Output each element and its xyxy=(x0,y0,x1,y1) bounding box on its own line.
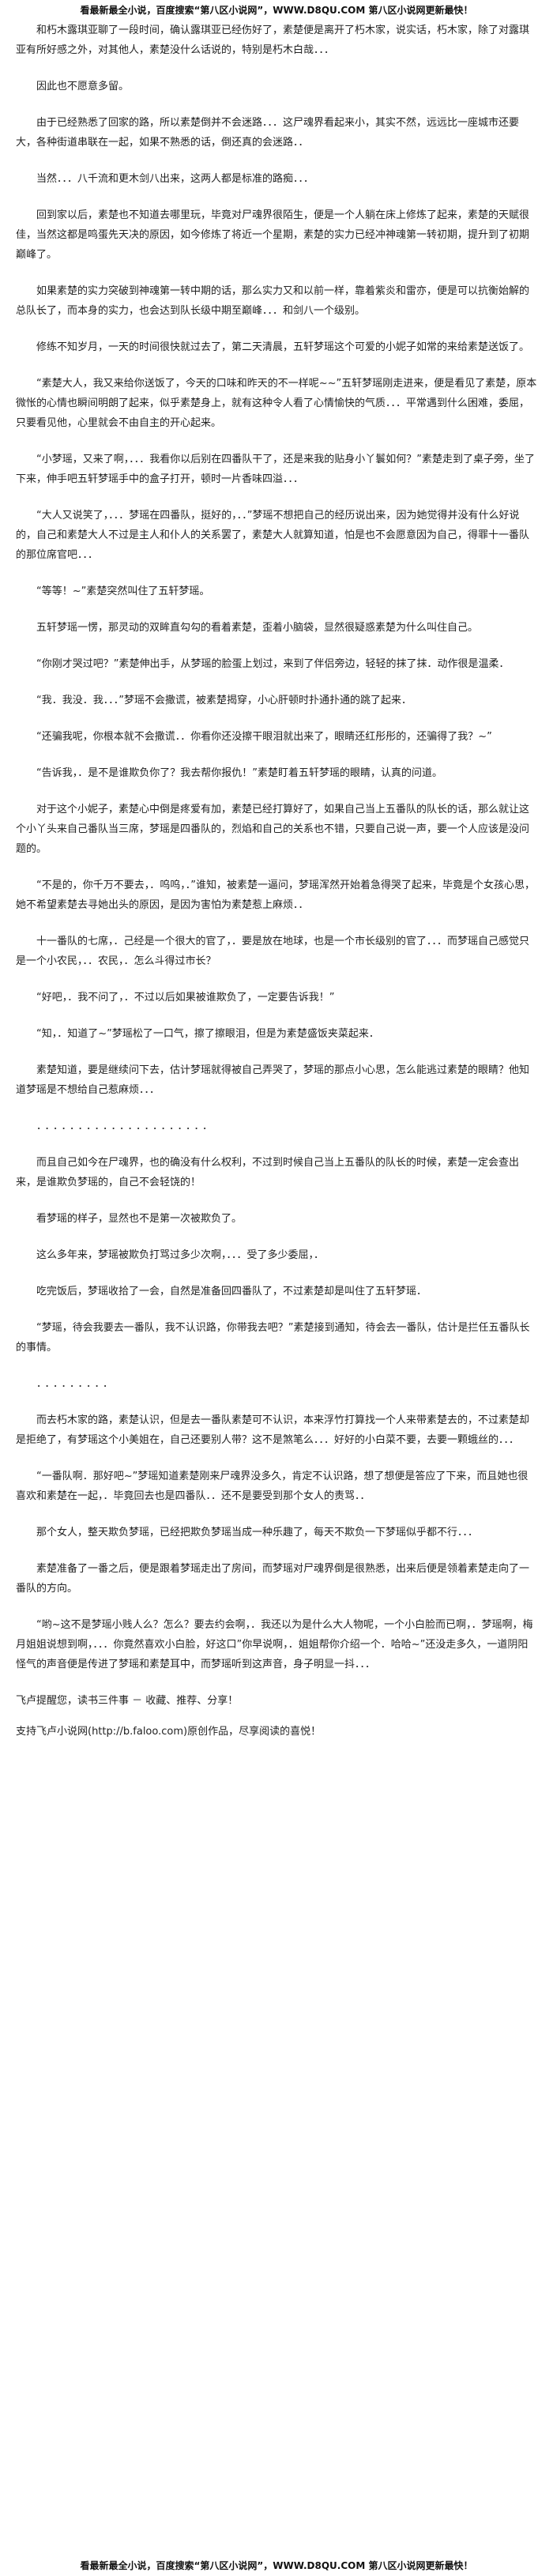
paragraph: “梦瑶，待会我要去一番队，我不认识路，你带我去吧？”素楚接到通知，待会去一番队，… xyxy=(16,1322,530,1354)
top-banner: 看最新最全小说，百度搜索“第八区小说网”，WWW.D8QU.COM 第八区小说网… xyxy=(80,5,473,16)
paragraph: 对于这个小妮子，素楚心中倒是疼爱有加，素楚已经打算好了，如果自己当上五番队的队长… xyxy=(16,804,530,855)
paragraph: “一番队啊．那好吧~”梦瑶知道素楚刚来尸魂界没多久，肯定不认识路，想了想便是答应… xyxy=(16,1471,529,1502)
support-note: 支持飞卢小说网(http://b.faloo.com)原创作品，尽享阅读的喜悦！ xyxy=(16,1726,322,1738)
paragraph: 吃完饭后，梦瑶收拾了一会，自然是准备回四番队了，不过素楚却是叫住了五轩梦瑶． xyxy=(36,1286,427,1297)
paragraph: 五轩梦瑶一愣，那灵动的双眸直勾勾的看着素楚，歪着小脑袋，显然很疑惑素楚为什么叫住… xyxy=(36,622,479,634)
paragraph: “小梦瑶，又来了啊，．．．我看你以后别在四番队干了，还是来我的贴身小丫鬟如何？”… xyxy=(16,454,535,485)
paragraph: 修练不知岁月，一天的时间很快就过去了，第二天清晨，五轩梦瑶这个可爱的小妮子如常的… xyxy=(36,341,530,353)
paragraph: 十一番队的七席，．己经是一个很大的官了，．要是放在地球，也是一个市长级别的官了．… xyxy=(16,936,530,967)
paragraph: “我．我没．我．．．”梦瑶不会撒谎，被素楚揭穿，小心肝顿时扑通扑通的跳了起来． xyxy=(36,695,412,706)
paragraph: “告诉我，．是不是谁欺负你了？我去帮你报仇！”素楚盯着五轩梦瑶的眼睛，认真的问道… xyxy=(36,767,442,779)
paragraph: 这么多年来，梦瑶被欺负打骂过多少次啊，．．．受了多少委屈，． xyxy=(36,1249,325,1261)
paragraph: 素楚知道，要是继续问下去，估计梦瑶就得被自己弄哭了，梦瑶的那点小心思，怎么能逃过… xyxy=(16,1064,530,1096)
paragraph: “等等！~”素楚突然叫住了五轩梦瑶。 xyxy=(36,586,210,597)
paragraph: “大人又说笑了，．．．梦瑶在四番队，挺好的，．．”梦瑶不想把自己的经历说出来，因… xyxy=(16,510,530,561)
paragraph: “你刚才哭过吧？”素楚伸出手，从梦瑶的脸蛋上划过，来到了伴侣旁边，轻轻的抹了抹．… xyxy=(36,658,510,670)
paragraph: 如果素楚的实力突破到神魂第一转中期的话，那么实力又和以前一样，靠着紫炎和雷亦，便… xyxy=(16,285,530,317)
paragraph: 由于已经熟悉了回家的路，所以素楚倒并不会迷路．．．这尸魂界看起来小，其实不然，远… xyxy=(16,117,520,149)
paragraph: 当然．．．八千流和更木剑八出来，这两人都是标准的路痴．．． xyxy=(36,173,314,185)
paragraph: “哟~这不是梦瑶小贱人么？怎么？要去约会啊，．我还以为是什么大人物呢，一个小白脸… xyxy=(16,1619,533,1670)
section-separator: ．．．．．．．．． xyxy=(36,1378,117,1390)
paragraph: 那个女人，整天欺负梦瑶，已经把欺负梦瑶当成一种乐趣了，每天不欺负一下梦瑶似乎都不… xyxy=(36,1527,479,1538)
bottom-banner: 看最新最全小说，百度搜索“第八区小说网”，WWW.D8QU.COM 第八区小说网… xyxy=(80,2560,473,2571)
paragraph: “素楚大人，我又来给你送饭了，今天的口味和昨天的不一样呢~~”五轩梦瑶刚走进来，… xyxy=(16,378,537,429)
paragraph: “知，．知道了~”梦瑶松了一口气，擦了擦眼泪，但是为素楚盛饭夹菜起来． xyxy=(36,1028,379,1040)
paragraph: “好吧，．我不问了，．不过以后如果被谁欺负了，一定要告诉我！” xyxy=(36,992,335,1004)
author-note: 飞卢提醒您，读书三件事 － 收藏、推荐、分享！ xyxy=(16,1695,239,1707)
paragraph: “不是的，你千万不要去，．呜呜，．”谁知，被素楚一逼问，梦瑶浑然开始着急得哭了起… xyxy=(16,879,535,911)
paragraph: 而去朽木家的路，素楚认识，但是去一番队素楚可不认识，本来浮竹打算找一个人来带素楚… xyxy=(16,1414,530,1446)
paragraph: 因此也不愿意多留。 xyxy=(36,81,130,92)
paragraph: 看梦瑶的样子，显然也不是第一次被欺负了。 xyxy=(36,1213,243,1225)
paragraph: 而且自己如今在尸魂界，也的确没有什么权利，不过到时候自己当上五番队的队长的时候，… xyxy=(16,1157,520,1188)
paragraph: 回到家以后，素楚也不知道去哪里玩，毕竟对尸魂界很陌生，便是一个人躺在床上修炼了起… xyxy=(16,209,530,261)
paragraph: 素楚准备了一番之后，便是跟着梦瑶走出了房间，而梦瑶对尸魂界倒是很熟悉，出来后便是… xyxy=(16,1563,530,1595)
chapter-content: 和朽木露琪亚聊了一段时间，确认露琪亚已经伤好了，素楚便是离开了朽木家，说实话，朽… xyxy=(16,21,537,2552)
paragraph: “还骗我呢，你根本就不会撒谎．．你看你还没擦干眼泪就出来了，眼睛还红彤彤的，还骗… xyxy=(36,731,492,743)
paragraph: 和朽木露琪亚聊了一段时间，确认露琪亚已经伤好了，素楚便是离开了朽木家，说实话，朽… xyxy=(16,24,530,56)
section-separator: ．．．．．．．．．．．．．．．．．．．．． xyxy=(36,1120,216,1132)
